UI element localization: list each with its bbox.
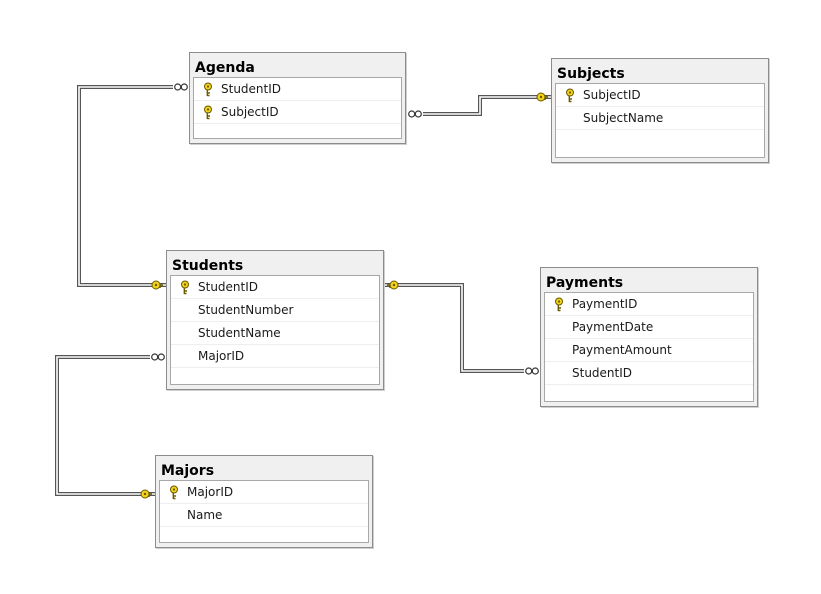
primary-key-icon xyxy=(203,105,213,120)
connector-line-inner xyxy=(56,356,166,495)
column-name: Name xyxy=(187,508,223,522)
table-students[interactable]: Students StudentID StudentNumber Student… xyxy=(166,250,384,390)
key-end-icon xyxy=(387,280,399,290)
connector-line[interactable] xyxy=(55,355,166,496)
column-row[interactable]: SubjectID xyxy=(194,101,401,124)
primary-key-icon xyxy=(203,82,213,97)
column-row[interactable]: StudentID xyxy=(194,78,401,101)
key-end-icon xyxy=(140,489,152,499)
table-title[interactable]: Payments xyxy=(546,275,624,291)
table-title[interactable]: Subjects xyxy=(557,66,625,82)
column-row[interactable]: StudentID xyxy=(171,276,379,299)
connector-line-inner xyxy=(78,86,189,286)
column-name: MajorID xyxy=(198,349,245,363)
column-row[interactable]: StudentID xyxy=(545,362,753,385)
column-row[interactable]: SubjectName xyxy=(556,107,764,130)
relationship-students-agenda[interactable] xyxy=(77,83,189,290)
column-name: StudentName xyxy=(198,326,281,340)
column-row[interactable]: PaymentID xyxy=(545,293,753,316)
primary-key-icon xyxy=(180,280,190,295)
connector-line[interactable] xyxy=(406,95,551,116)
infinity-end-icon xyxy=(150,353,166,361)
relationship-students-payments[interactable] xyxy=(384,280,540,375)
column-row[interactable]: StudentName xyxy=(171,322,379,345)
connector-line-inner xyxy=(384,284,540,372)
primary-key-icon xyxy=(554,297,564,312)
table-title[interactable]: Students xyxy=(172,258,244,274)
table-majors[interactable]: Majors MajorID Name xyxy=(155,455,373,548)
column-grid: StudentID SubjectID xyxy=(193,77,402,139)
key-end-icon xyxy=(536,92,548,102)
column-name: PaymentDate xyxy=(572,320,654,334)
column-row[interactable]: SubjectID xyxy=(556,84,764,107)
column-name: StudentID xyxy=(198,280,259,294)
column-name: PaymentID xyxy=(572,297,638,311)
connector-line-inner xyxy=(406,96,551,115)
column-grid: MajorID Name xyxy=(159,480,369,543)
column-name: SubjectID xyxy=(583,88,641,102)
column-row[interactable]: MajorID xyxy=(160,481,368,504)
key-end-icon xyxy=(151,280,163,290)
column-name: SubjectName xyxy=(583,111,664,125)
table-payments[interactable]: Payments PaymentID PaymentDate PaymentAm… xyxy=(540,267,758,407)
table-agenda[interactable]: Agenda StudentID SubjectID xyxy=(189,52,406,144)
infinity-end-icon xyxy=(407,110,423,118)
column-row[interactable]: Name xyxy=(160,504,368,527)
column-name: StudentNumber xyxy=(198,303,294,317)
column-name: SubjectID xyxy=(221,105,279,119)
column-name: StudentID xyxy=(221,82,282,96)
relationship-majors-students[interactable] xyxy=(55,353,166,499)
column-grid: SubjectID SubjectName xyxy=(555,83,765,158)
column-row[interactable]: StudentNumber xyxy=(171,299,379,322)
primary-key-icon xyxy=(169,485,179,500)
table-title[interactable]: Agenda xyxy=(195,60,255,76)
infinity-end-icon xyxy=(524,367,540,375)
column-row[interactable]: PaymentAmount xyxy=(545,339,753,362)
primary-key-icon xyxy=(565,88,575,103)
column-name: MajorID xyxy=(187,485,234,499)
connectors-layer xyxy=(55,83,551,499)
column-row[interactable]: PaymentDate xyxy=(545,316,753,339)
infinity-end-icon xyxy=(173,83,189,91)
column-name: PaymentAmount xyxy=(572,343,672,357)
column-grid: PaymentID PaymentDate PaymentAmount Stud… xyxy=(544,292,754,402)
table-title[interactable]: Majors xyxy=(161,463,215,479)
table-subjects[interactable]: Subjects SubjectID SubjectName xyxy=(551,58,769,163)
column-row[interactable]: MajorID xyxy=(171,345,379,368)
column-name: StudentID xyxy=(572,366,633,380)
relationship-subjects-agenda[interactable] xyxy=(406,92,551,118)
column-grid: StudentID StudentNumber StudentName Majo… xyxy=(170,275,380,385)
